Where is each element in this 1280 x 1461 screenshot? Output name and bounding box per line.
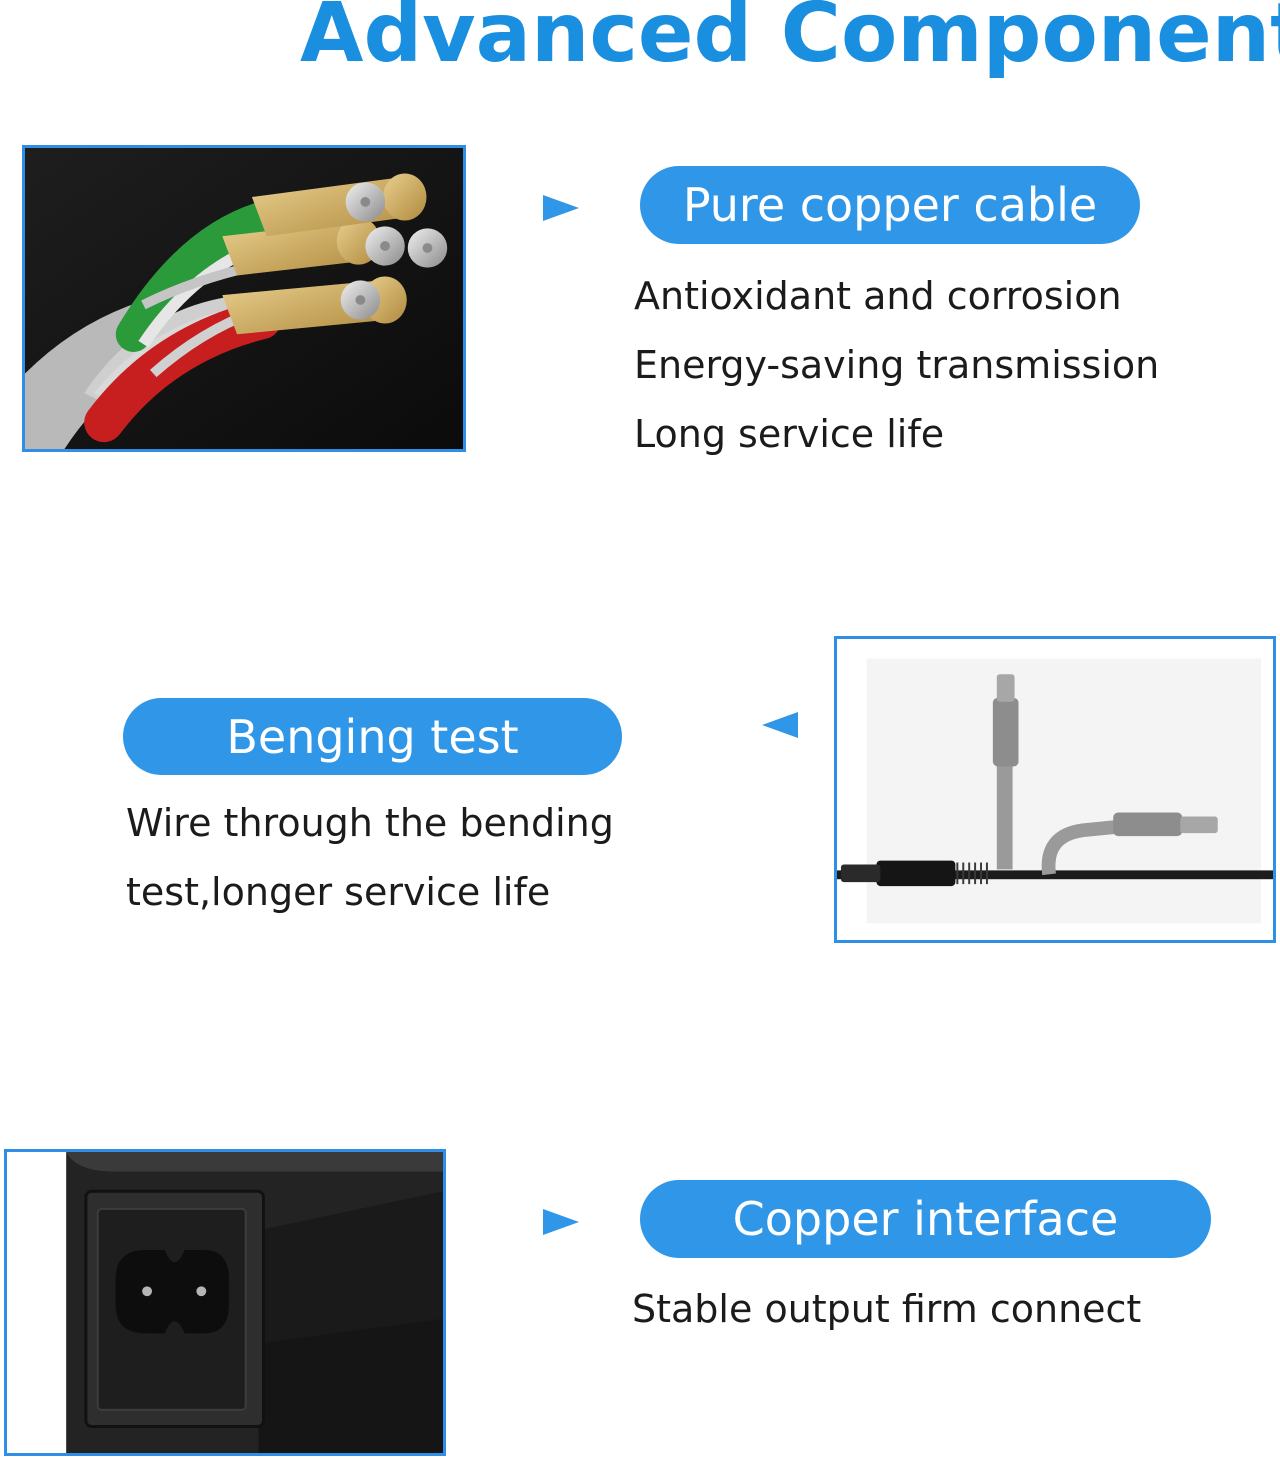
right-triangle-icon [541, 191, 581, 225]
feature-line: test,longer service life [126, 870, 551, 914]
adapter-socket-image [4, 1149, 446, 1456]
page-title: Advanced Component [300, 0, 1280, 81]
feature-heading-copper-interface: Copper interface [640, 1180, 1211, 1258]
feature-line: Wire through the bending [126, 801, 614, 845]
feature-line: Antioxidant and corrosion [634, 274, 1122, 318]
feature-heading-bending-test: Benging test [123, 698, 622, 775]
feature-heading-pure-copper-cable: Pure copper cable [640, 166, 1140, 244]
left-triangle-icon [760, 708, 800, 742]
copper-cable-image [22, 145, 466, 452]
right-triangle-icon [541, 1205, 581, 1239]
feature-line: Energy-saving transmission [634, 343, 1160, 387]
feature-line: Stable output firm connect [632, 1287, 1142, 1331]
bending-cable-image [834, 636, 1276, 943]
feature-line: Long service life [634, 412, 945, 456]
